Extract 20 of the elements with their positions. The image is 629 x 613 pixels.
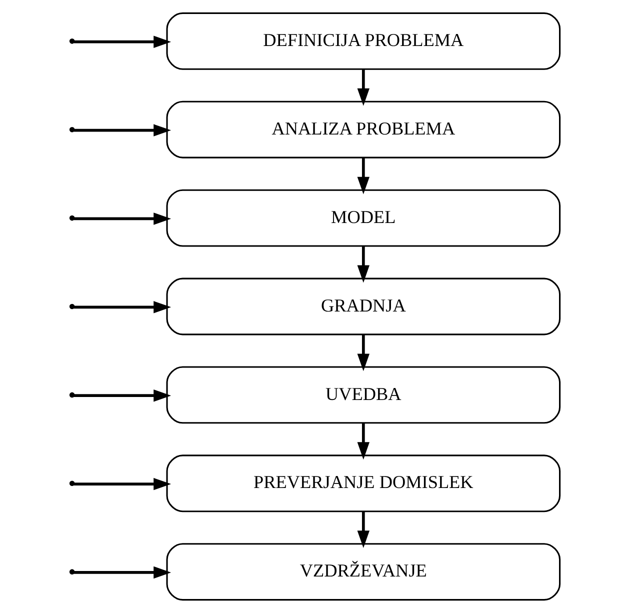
arrow [356, 422, 370, 460]
node-box: PREVERJANJE DOMISLEK [166, 454, 560, 512]
node-box: GRADNJA [166, 278, 560, 336]
node-box: ANALIZA PROBLEMA [166, 100, 560, 158]
node-box: MODEL [166, 189, 560, 247]
arrow [73, 301, 171, 314]
node-box: UVEDBA [166, 366, 560, 424]
node-box: DEFINICIJA PROBLEMA [166, 12, 560, 70]
arrow [73, 124, 171, 136]
arrow [73, 389, 171, 402]
arrow [73, 478, 171, 490]
arrow [356, 69, 370, 106]
arrow [356, 246, 370, 283]
arrow [356, 334, 370, 372]
arrow [73, 212, 171, 225]
node-box: VZDRŽEVANJE [166, 543, 560, 601]
arrow [73, 36, 171, 48]
arrow [73, 566, 171, 579]
arrow [356, 158, 370, 194]
arrow [356, 511, 370, 548]
